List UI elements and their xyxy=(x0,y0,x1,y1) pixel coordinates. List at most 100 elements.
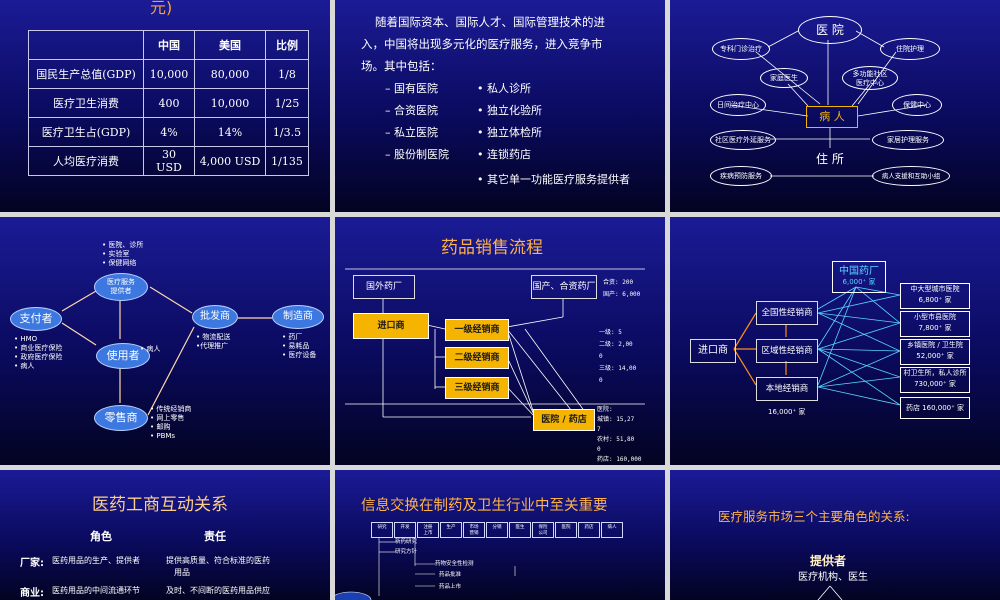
domestic-manufacturer-box: 国产、合资药厂 xyxy=(531,275,597,299)
slide-8-title: 信息交换在制药及卫生行业中至关重要 xyxy=(361,498,608,514)
table-cell: 80,000 xyxy=(194,59,266,89)
hospital-pharmacy-box: 医院 / 药店 xyxy=(533,409,595,431)
target-box: 药店 160,000⁺ 家 xyxy=(900,397,970,419)
tier3-distributor-box: 三级经销商 xyxy=(445,377,509,399)
regional-distributor-box: 区域性经销商 xyxy=(756,339,818,363)
target-name: 村卫生所，私人诊所 xyxy=(903,369,967,377)
table-cell: 人均医疗消费 xyxy=(28,146,144,176)
target-name: 小型市县医院 xyxy=(914,313,956,321)
retailer-note: • 传统经销商 xyxy=(150,405,192,413)
provider-notes: • 医院、诊所 • 实验室 • 保健网络 xyxy=(102,241,143,268)
target-name: 乡镇医院 / 卫生院 xyxy=(907,341,963,349)
outpatient-node: 日间治疗中心 xyxy=(710,94,766,116)
slide-9-title: 医疗服务市场三个主要角色的关系: xyxy=(718,509,910,524)
target-count: 7,800⁺ 家 xyxy=(918,324,952,332)
list-item: – 私立医院 xyxy=(385,126,438,139)
target-count: 52,000⁺ 家 xyxy=(916,352,954,360)
target-count: 730,000⁺ 家 xyxy=(914,380,956,388)
target-box: 乡镇医院 / 卫生院 52,000⁺ 家 xyxy=(900,339,970,365)
specialist-node: 专科门诊治疗 xyxy=(712,38,770,60)
provider-note: • 医院、诊所 xyxy=(102,241,144,249)
slide-2-thumbnail[interactable]: 随着国际资本、国际人才、国际管理技术的进 入，中国将出现多元化的医疗服务，进入竞… xyxy=(335,0,665,212)
value-chain-step: 医院 xyxy=(555,522,577,538)
slide-2-paragraph-line: 场。其中包括： xyxy=(361,59,442,73)
slide-7-title: 医药工商互动关系 xyxy=(92,495,228,515)
slide-5-thumbnail[interactable]: 药品销售流程 国外药厂 国产、合资药厂 合资: 200 国产: 6,000 进口… xyxy=(335,217,665,465)
stat-line: 医院: xyxy=(597,406,613,413)
list-item: – 股份制医院 xyxy=(385,148,449,161)
table-cell: 10,000 xyxy=(194,88,266,118)
manufacturer-node: 制造商 xyxy=(272,305,324,329)
slide-5-title: 药品销售流程 xyxy=(441,238,543,258)
stat-line: 二级: 2,00 xyxy=(599,341,633,348)
user-note: • 病人 xyxy=(140,345,161,353)
payer-note: • 政府医疗保险 xyxy=(14,353,63,361)
value-chain-step: 开发 xyxy=(394,522,416,538)
user-node: 使用者 xyxy=(96,343,150,369)
outlet-stats: 医院: 城镇: 15,27 7 农村: 51,80 0 药店: 160,000 xyxy=(597,405,642,465)
stat-line: 0 xyxy=(599,353,603,360)
slide-2-paragraph-line: 随着国际资本、国际人才、国际管理技术的进 xyxy=(375,15,605,29)
importer-box: 进口商 xyxy=(353,313,429,339)
value-chain-step: 分销 xyxy=(486,522,508,538)
value-chain-step: 注册 上市 xyxy=(417,522,439,538)
players-connectors xyxy=(61,286,272,416)
table-cell: 1/135 xyxy=(265,146,309,176)
wholesaler-note: •代理推广 xyxy=(196,342,229,350)
slide-8-thumbnail[interactable]: 信息交换在制药及卫生行业中至关重要 研究开发注册 上市生产市场 营销分销医生保险… xyxy=(335,470,665,600)
wholesaler-notes: • 物流配送 •代理推广 xyxy=(196,333,230,351)
triangle-connector xyxy=(817,585,843,600)
value-chain-step: 市场 营销 xyxy=(463,522,485,538)
slide-9-thumbnail[interactable]: 医疗服务市场三个主要角色的关系: 提供者 医疗机构、医生 xyxy=(670,470,1000,600)
stat-line: 7 xyxy=(597,426,601,433)
table-cell: 1/8 xyxy=(265,59,309,89)
china-pharma-count: 6,000⁺ 家 xyxy=(842,278,876,286)
slide-3-thumbnail[interactable]: 医 院 专科门诊治疗 住院护理 家庭医生 多功能社区 医疗中心 日间治疗中心 保… xyxy=(670,0,1000,212)
value-chain-step: 保险 公司 xyxy=(532,522,554,538)
family-doctor-node: 家庭医生 xyxy=(760,68,808,88)
table-header-cell xyxy=(28,30,144,60)
info-row: 研究方针 xyxy=(395,549,418,555)
distributor-stats: 一级: 5 二级: 2,00 0 三级: 14,00 0 xyxy=(599,327,636,387)
manufacturer-note: • 医疗设备 xyxy=(282,351,317,359)
table-header-cell: 中国 xyxy=(143,30,195,60)
china-pharma-box: 中国药厂 6,000⁺ 家 xyxy=(832,261,886,293)
payer-notes: • HMO • 商业医疗保险 • 政府医疗保险 • 病人 xyxy=(14,335,62,371)
slide-4-thumbnail[interactable]: • 医院、诊所 • 实验室 • 保健网络 医疗服务 提供者 支付者 • HMO … xyxy=(0,217,330,465)
distribution-connectors xyxy=(733,286,901,406)
home-care-node: 家居护理服务 xyxy=(872,130,944,150)
table-cell: 国民生产总值(GDP) xyxy=(28,59,144,89)
table-header-row: 中国 美国 比例 xyxy=(28,30,309,60)
row-responsibility-cont: 用品 xyxy=(174,568,190,577)
table-cell: 4% xyxy=(143,117,195,147)
stat-line: 药店: 160,000 xyxy=(597,456,642,463)
list-item: • 独立化验所 xyxy=(477,104,542,117)
table-row: 医疗卫生占(GDP)4%14%1/3.5 xyxy=(28,117,309,147)
table-cell: 1/25 xyxy=(265,88,309,118)
list-item: • 连锁药店 xyxy=(477,148,531,161)
stat-line: 农村: 51,80 xyxy=(597,436,635,443)
list-item: • 私人诊所 xyxy=(477,82,531,95)
disease-prevention-node: 疾病预防服务 xyxy=(710,166,772,186)
payer-note: • 病人 xyxy=(14,362,35,370)
stat-line: 0 xyxy=(597,446,601,453)
retailer-note: • 网上零售 xyxy=(150,414,185,422)
list-item: • 独立体检所 xyxy=(477,126,542,139)
inpatient-node: 住院护理 xyxy=(880,38,940,60)
payer-node: 支付者 xyxy=(10,307,62,331)
slide-6-thumbnail[interactable]: 中国药厂 6,000⁺ 家 进口商 全国性经销商 区域性经销商 本地经销商 16… xyxy=(670,217,1000,465)
retailer-notes: • 传统经销商 • 网上零售 • 邮购 • PBMs xyxy=(150,405,191,441)
value-chain-step: 研究 xyxy=(371,522,393,538)
slide-7-thumbnail[interactable]: 医药工商互动关系 角色 责任 厂家: 医药用品的生产、提供者 提供高质量、符合标… xyxy=(0,470,330,600)
stat-line: 城镇: 15,27 xyxy=(597,416,635,423)
manufacturer-note: • 易耗品 xyxy=(282,342,310,350)
flow-connectors xyxy=(345,268,645,418)
table-header-cell: 美国 xyxy=(194,30,266,60)
china-pharma-label: 中国药厂 xyxy=(839,266,879,277)
retailer-note: • PBMs xyxy=(150,432,176,440)
row-role: 商业: xyxy=(20,588,44,599)
tier2-distributor-box: 二级经销商 xyxy=(445,347,509,369)
payer-note: • HMO xyxy=(14,335,38,343)
